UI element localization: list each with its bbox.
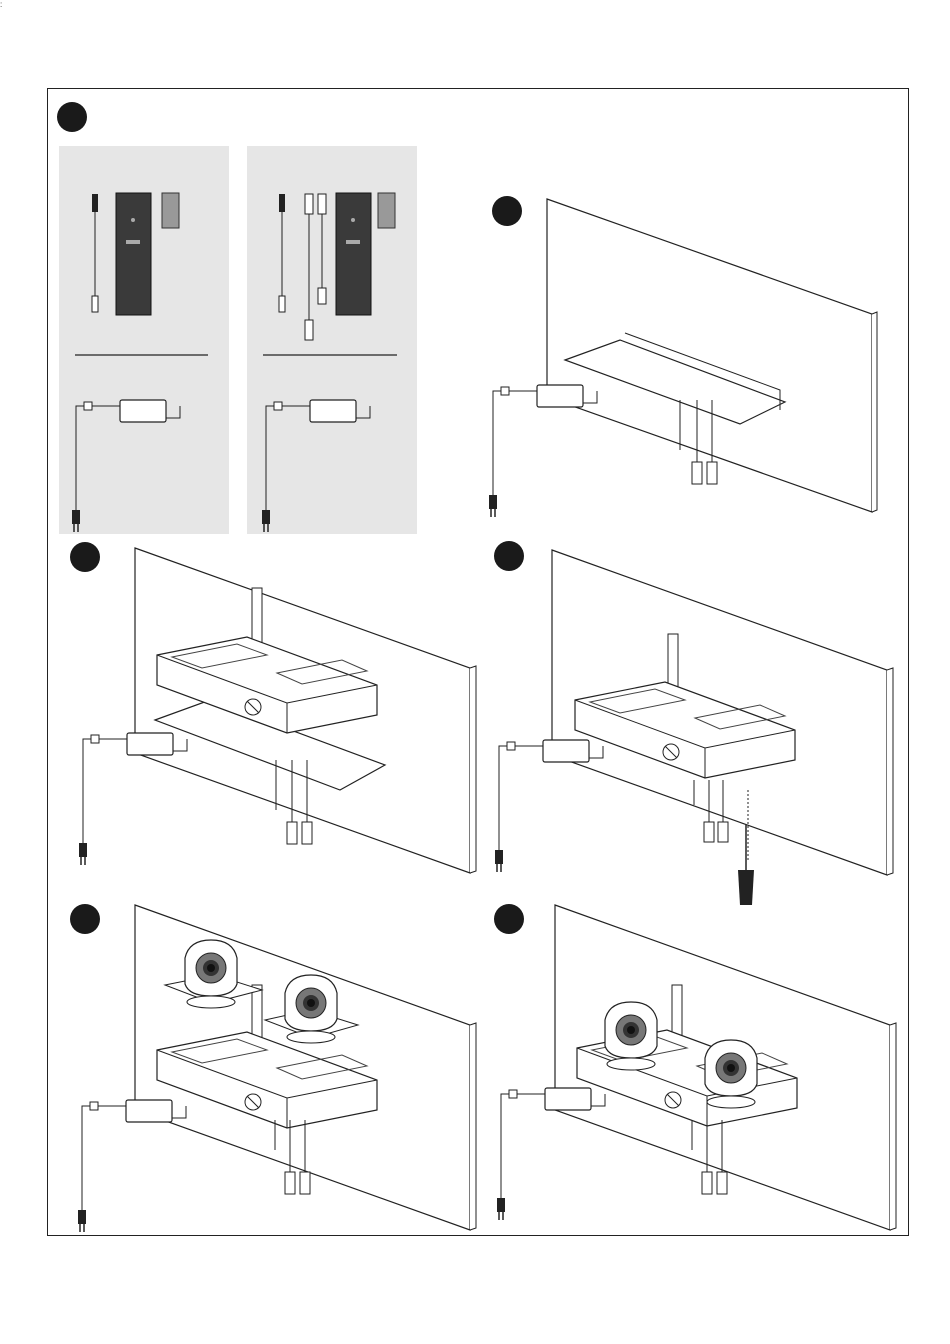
step-5-scene — [78, 905, 476, 1232]
kit-single-camera — [72, 193, 208, 532]
step-6-scene — [497, 905, 896, 1230]
step-2-scene — [489, 199, 877, 517]
screwdriver-icon — [738, 825, 754, 905]
step-3-scene — [79, 548, 476, 873]
step-4-scene — [495, 550, 893, 905]
kit-dual-camera — [262, 193, 397, 532]
